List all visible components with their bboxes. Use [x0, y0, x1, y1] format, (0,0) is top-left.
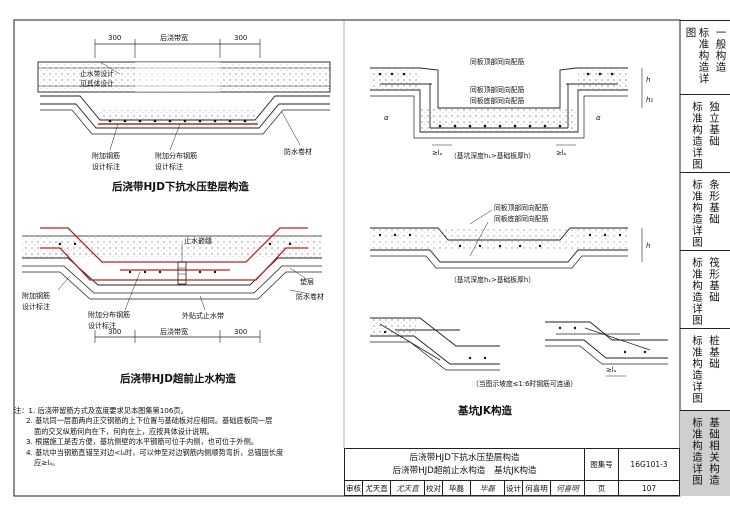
fig1-add-bar-label2: 设计标注 — [92, 162, 120, 171]
side-tab-strip[interactable]: 标准构造详图 条形基础 — [680, 172, 730, 250]
note-4a: 4. 基坑中当钢筋直锚至对边<lₐ时，可以伸至对边钢筋内侧顺势弯折，总锚固长度 — [26, 447, 284, 457]
fig3a-bottom-bar-label: 同板底部同向配筋 — [470, 96, 525, 105]
fig1-membrane-label: 防水卷材 — [284, 147, 312, 156]
fig2-dim-mid: 后浇带宽 — [160, 327, 188, 336]
notes: 注：1. 后浇带留筋方式及宽度要求见本图集第106页。 2. 基坑同一层面两向正… — [14, 406, 344, 468]
page-label: 页 — [585, 481, 619, 495]
reviewer-name: 尤天直 — [363, 481, 391, 495]
side-tab-label: 基础相关构造 — [708, 417, 720, 486]
side-tab-label: 标准构造详图 — [691, 101, 703, 170]
fig3a-sym-la-left: ≥lₐ — [432, 149, 443, 157]
side-tab-label: 一般构造 — [714, 27, 727, 73]
title-line-2: 后浇带HJD超前止水构造 基坑JK构造 — [392, 466, 537, 476]
note-3: 3. 根据施工是否方便，基坑侧壁的水平钢筋可位于内侧，也可位于外侧。 — [26, 437, 258, 447]
side-tab-label: 桩基础 — [708, 335, 720, 370]
designer-signature: 何喜明 — [551, 481, 585, 495]
fig2-ext-stop-label: 外贴式止水带 — [182, 311, 224, 320]
fig3-title: 基坑JK构造 — [457, 404, 513, 417]
fig1-add-dist-label2: 设计标注 — [155, 162, 183, 171]
fig2-drawing — [22, 227, 322, 343]
fig2-add-bar-label: 附加钢筋 — [22, 291, 50, 300]
fig1-waterstop-label2: 见具体设计 — [80, 79, 114, 88]
fig2-add-bar-label2: 设计标注 — [22, 302, 50, 311]
designer-name: 何喜明 — [523, 481, 551, 495]
fig3a-note: （基坑深度h₁>基础板厚h） — [450, 151, 535, 160]
side-tab-label: 标准构造详图 — [691, 257, 703, 326]
fig1-drawing — [37, 39, 331, 151]
fig3b-bottom-bar-label: 同板底部同向配筋 — [494, 214, 549, 223]
side-tab-label: 条形基础 — [708, 179, 720, 225]
fig2-add-dist-label2: 设计标注 — [88, 321, 116, 330]
fig3a-sym-h: h — [646, 76, 650, 84]
note-2b: 面的交叉纵筋何向在下，何向在上，应按具体设计说明。 — [34, 426, 214, 436]
note-4b: 应≥lₐ。 — [34, 458, 60, 468]
fig2-title: 后浇带HJD超前止水构造 — [120, 372, 236, 385]
fig3a-sym-alpha-right: α — [596, 114, 601, 122]
side-tabs: 标准构造详图 一般构造 标准构造详图 独立基础 标准构造详图 条形基础 标准构造… — [680, 20, 730, 496]
fig3a-sym-h1: h₁ — [646, 96, 653, 104]
design-label: 设计 — [505, 481, 523, 495]
checker-signature: 毕磊 — [471, 481, 505, 495]
side-tab-label: 标准构造详图 — [691, 335, 703, 404]
page-number: 107 — [641, 483, 657, 493]
side-tab-label: 标准构造详图 — [691, 179, 703, 248]
fig1-dim-mid: 后浇带宽 — [160, 33, 188, 42]
side-tab-label: 筏形基础 — [708, 257, 720, 303]
fig2-membrane-label: 防水卷材 — [296, 292, 324, 301]
check-label: 校对 — [425, 481, 443, 495]
fig1-title: 后浇带HJD下抗水压垫层构造 — [112, 180, 249, 193]
fig3c-drawing — [370, 317, 668, 377]
fig2-dim-left: 300 — [108, 328, 121, 336]
fig3b-sym-h: h — [646, 242, 650, 250]
fig3a-top-bar-label2: 同板顶部同向配筋 — [470, 85, 525, 94]
fig3c-sym-la: ≥lₐ — [606, 366, 617, 374]
fig1-dim-right: 300 — [234, 34, 247, 42]
side-tab-label: 标准构造详图 — [684, 27, 710, 85]
fig3b-drawing — [370, 209, 643, 269]
note-2a: 2. 基坑同一层面两向正交钢筋的上下位置与基础板对应相同。基础底板同一层 — [26, 416, 273, 426]
atlas-number: 16G101-3 — [619, 449, 679, 481]
side-tab-pile[interactable]: 标准构造详图 桩基础 — [680, 328, 730, 410]
side-tab-general[interactable]: 标准构造详图 一般构造 — [680, 20, 730, 94]
fig1-dim-left: 300 — [108, 34, 121, 42]
side-tab-label: 标准构造详图 — [691, 417, 703, 486]
fig3a-sym-alpha-left: α — [384, 114, 389, 122]
side-tab-label: 独立基础 — [708, 101, 720, 147]
fig2-add-dist-label: 附加分布钢筋 — [88, 310, 130, 319]
fig2-cushion-label: 垫层 — [300, 277, 314, 286]
checker-name: 毕磊 — [443, 481, 471, 495]
fig1-waterstop-label: 止水带设计 — [80, 69, 114, 78]
fig1-add-dist-label: 附加分布钢筋 — [155, 151, 197, 160]
reviewer-signature: 尤天直 — [391, 481, 425, 495]
title-block-title: 后浇带HJD下抗水压垫层构造 后浇带HJD超前止水构造 基坑JK构造 — [345, 449, 585, 481]
fig3b-top-bar-label: 同板顶部同向配筋 — [494, 203, 549, 212]
fig3a-drawing — [370, 67, 643, 146]
fig1-add-bar-label: 附加钢筋 — [92, 151, 120, 160]
fig2-dim-right: 300 — [234, 328, 247, 336]
atlas-label: 图集号 — [585, 449, 619, 481]
fig3a-top-bar-label: 同板顶部同向配筋 — [470, 57, 525, 66]
side-tab-raft[interactable]: 标准构造详图 筏形基础 — [680, 250, 730, 328]
note-1: 注：1. 后浇带留筋方式及宽度要求见本图集第106页。 — [14, 406, 188, 415]
title-line-1: 后浇带HJD下抗水压垫层构造 — [409, 453, 520, 463]
side-tab-related[interactable]: 标准构造详图 基础相关构造 — [680, 410, 730, 496]
review-label: 审核 — [345, 481, 363, 495]
fig3b-note: （基坑深度h₁>基础板厚h） — [450, 275, 535, 284]
sheet-frame — [13, 19, 681, 497]
fig3a-sym-la-right: ≥lₐ — [556, 149, 567, 157]
title-block: 后浇带HJD下抗水压垫层构造 后浇带HJD超前止水构造 基坑JK构造 图集号 1… — [344, 448, 680, 496]
side-tab-isolated[interactable]: 标准构造详图 独立基础 — [680, 94, 730, 172]
fig2-waterstop-label: 止水嵌缝 — [184, 236, 212, 245]
fig3c-note: （当图示坡度≤1:6时钢筋可连通） — [472, 379, 577, 388]
